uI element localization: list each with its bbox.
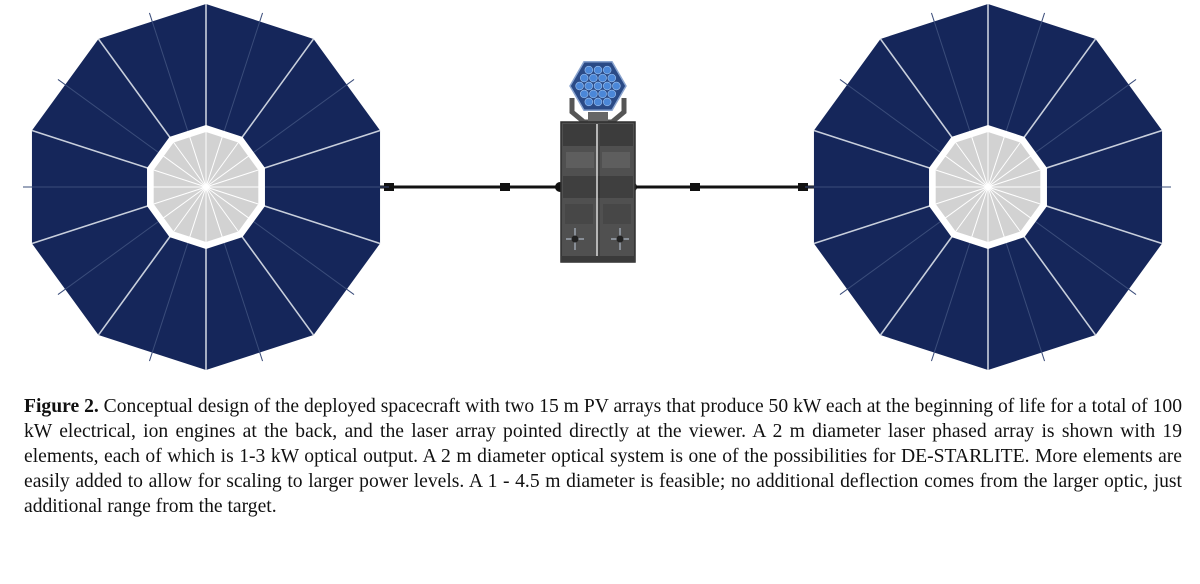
laser-element: [584, 97, 593, 107]
hub-spoke: [205, 154, 251, 188]
solar-array-left: [23, 4, 389, 370]
laser-element: [579, 89, 589, 99]
hub-spoke: [173, 142, 207, 188]
laser-phased-array: [569, 61, 627, 125]
bus-panel: [563, 176, 633, 198]
hub-spoke: [943, 154, 989, 188]
hub-spoke: [955, 186, 989, 232]
bus-panel: [603, 204, 631, 224]
truss-joint: [690, 183, 700, 191]
bus-panel: [563, 124, 596, 146]
laser-element: [584, 81, 593, 91]
ion-engine-icon: [566, 228, 584, 250]
caption-text: Conceptual design of the deployed spacec…: [24, 396, 1182, 517]
laser-element: [602, 81, 612, 91]
hub-spoke: [188, 186, 207, 240]
hub-spoke: [153, 186, 207, 205]
figure-caption: Figure 2. Conceptual design of the deplo…: [24, 394, 1182, 519]
hub-spoke: [173, 186, 207, 232]
hub-spoke: [205, 169, 259, 188]
hub-spoke: [987, 142, 1021, 188]
hub-spoke: [987, 186, 1006, 240]
hub-spoke: [970, 186, 989, 240]
laser-element: [575, 81, 584, 91]
laser-emitters: [575, 65, 621, 107]
laser-element: [602, 97, 612, 107]
laser-element: [589, 73, 598, 83]
hub-spoke: [987, 186, 1021, 232]
laser-element: [593, 81, 603, 91]
laser-element: [612, 81, 621, 91]
bus-panel: [602, 152, 630, 168]
hub-spoke: [153, 169, 207, 188]
hub-spoke: [205, 186, 259, 205]
laser-element: [584, 65, 593, 75]
hub-spoke: [987, 186, 1041, 205]
spacecraft-bus: [560, 121, 636, 263]
truss-joint: [500, 183, 510, 191]
ion-engine-icon: [611, 228, 629, 250]
laser-element: [602, 65, 612, 75]
hub-spoke: [161, 154, 207, 188]
laser-element: [607, 89, 616, 99]
hub-spoke: [987, 169, 1041, 188]
spacecraft-figure: [23, 4, 1171, 370]
caption-label: Figure 2.: [24, 396, 99, 417]
hub-spoke: [205, 134, 224, 188]
hub-spoke: [987, 186, 1033, 220]
hub-spoke: [935, 169, 989, 188]
bus-base: [561, 256, 635, 262]
truss-joint: [798, 183, 808, 191]
hub-spoke: [161, 186, 207, 220]
laser-element: [593, 65, 603, 75]
laser-element: [607, 73, 616, 83]
laser-element: [589, 89, 598, 99]
laser-mount-base: [588, 112, 608, 122]
laser-element: [593, 97, 603, 107]
hub-spoke: [955, 142, 989, 188]
hub-spoke: [205, 186, 224, 240]
bus-panel: [600, 124, 633, 146]
hub-spoke: [205, 186, 251, 220]
hub-spoke: [987, 134, 1006, 188]
solar-array-right: [805, 4, 1171, 370]
hub-spoke: [205, 142, 239, 188]
hub-spoke: [987, 154, 1033, 188]
hub-spoke: [188, 134, 207, 188]
laser-element: [579, 73, 589, 83]
hub-spoke: [935, 186, 989, 205]
hub-spoke: [943, 186, 989, 220]
laser-element: [598, 89, 607, 99]
hub-spoke: [970, 134, 989, 188]
laser-element: [598, 73, 607, 83]
hub-spoke: [205, 186, 239, 232]
bus-panel: [565, 204, 593, 224]
bus-panel: [566, 152, 594, 168]
